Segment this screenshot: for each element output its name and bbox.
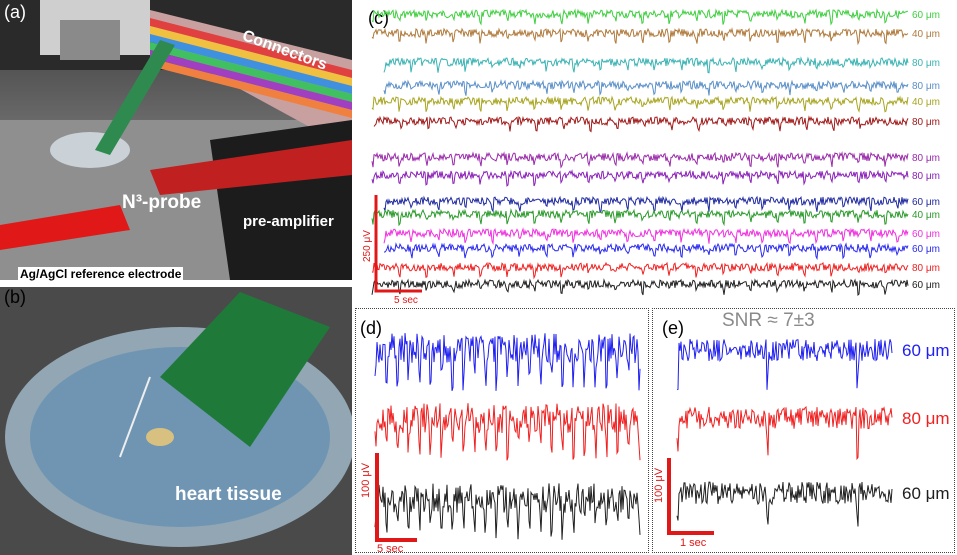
tissue-label: heart tissue bbox=[175, 484, 282, 505]
trace-c-label: 80 μm bbox=[912, 117, 940, 128]
trace-c-label: 80 μm bbox=[912, 153, 940, 164]
trace-c-label: 40 μm bbox=[912, 97, 940, 108]
traces-panel-c: 60 μm 40 μm 80 μm 80 μm 40 μm 80 μm 80 μm 80 μm… bbox=[362, 8, 940, 305]
trace-c-label: 60 μm bbox=[912, 10, 940, 21]
trace-c-9 bbox=[371, 208, 909, 227]
probe-label: N³-probe bbox=[122, 192, 202, 213]
panel-e-frame bbox=[652, 308, 955, 553]
trace-c-6 bbox=[371, 151, 909, 169]
trace-d-2 bbox=[374, 483, 641, 540]
trace-d-0 bbox=[374, 333, 641, 392]
trace-c-0 bbox=[371, 8, 909, 26]
trace-c-label: 60 μm bbox=[912, 280, 940, 291]
scale-label-e-time: 1 sec bbox=[680, 537, 707, 549]
dish-illustration bbox=[0, 287, 352, 555]
trace-c-label: 40 μm bbox=[912, 29, 940, 40]
trace-c-10 bbox=[383, 227, 909, 246]
scale-label-c-time: 5 sec bbox=[394, 295, 418, 305]
snr-label: SNR ≈ 7±3 bbox=[722, 310, 815, 331]
preamp-label: pre-amplifier bbox=[243, 213, 334, 230]
trace-e-1 bbox=[676, 405, 893, 461]
panel-label-b: (b) bbox=[4, 287, 26, 307]
scale-label-d-voltage: 100 μV bbox=[360, 462, 372, 498]
trace-c-label: 80 μm bbox=[912, 81, 940, 92]
trace-c-label: 60 μm bbox=[912, 244, 940, 255]
trace-c-label: 80 μm bbox=[912, 58, 940, 69]
photo-setup bbox=[0, 0, 352, 280]
trace-e-label: 60 μm bbox=[902, 341, 950, 360]
panel-label-e: (e) bbox=[662, 318, 684, 338]
traces-panel-d: 100 μV 5 sec bbox=[360, 333, 641, 553]
trace-e-label: 80 μm bbox=[902, 409, 950, 428]
trace-c-5 bbox=[373, 115, 909, 133]
photo-dish bbox=[0, 287, 352, 555]
trace-c-3 bbox=[383, 79, 909, 97]
scale-label-e-voltage: 100 μV bbox=[653, 467, 665, 503]
panel-label-d: (d) bbox=[360, 318, 382, 338]
trace-e-0 bbox=[676, 338, 893, 391]
setup-illustration bbox=[0, 0, 352, 280]
scale-bar-c bbox=[374, 195, 422, 293]
trace-c-label: 80 μm bbox=[912, 263, 940, 274]
panel-d-frame bbox=[355, 308, 649, 553]
scale-label-c-voltage: 250 μV bbox=[362, 230, 373, 262]
scale-bar-d bbox=[375, 453, 417, 542]
trace-c-label: 40 μm bbox=[912, 210, 940, 221]
scale-label-d-time: 5 sec bbox=[377, 543, 404, 553]
trace-e-2 bbox=[676, 481, 893, 527]
trace-d-1 bbox=[374, 403, 641, 461]
reference-electrode-label: Ag/AgCl reference electrode bbox=[18, 267, 184, 281]
trace-c-1 bbox=[371, 27, 909, 46]
trace-c-7 bbox=[371, 169, 909, 187]
trace-c-2 bbox=[383, 56, 909, 74]
panel-label-c: (c) bbox=[368, 8, 389, 28]
panel-label-a: (a) bbox=[4, 2, 26, 22]
trace-e-label: 60 μm bbox=[902, 484, 950, 503]
trace-c-label: 60 μm bbox=[912, 229, 940, 240]
scale-bar-e bbox=[667, 458, 714, 535]
trace-c-12 bbox=[371, 261, 909, 280]
trace-c-label: 80 μm bbox=[912, 171, 940, 182]
traces-panel-e: 60 μm 80 μm 60 μm 100 μV 1 sec bbox=[653, 338, 950, 549]
trace-c-4 bbox=[371, 95, 909, 113]
trace-c-label: 60 μm bbox=[912, 197, 940, 208]
trace-c-11 bbox=[384, 242, 909, 261]
trace-c-8 bbox=[383, 195, 909, 213]
trace-c-13 bbox=[371, 278, 909, 296]
